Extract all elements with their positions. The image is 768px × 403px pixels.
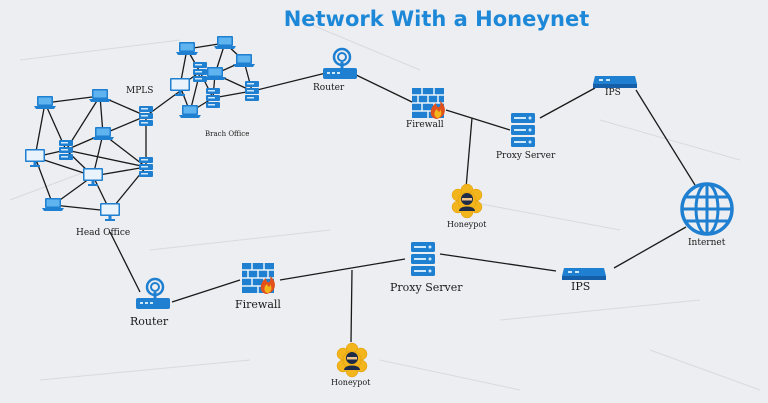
server-icon <box>59 140 73 160</box>
link-router-firewall-bottom <box>171 279 241 303</box>
page-title: Network With a Honeynet <box>283 7 590 31</box>
link-firewall-honeypot-bottom <box>350 269 353 343</box>
server-icon <box>139 106 153 126</box>
link-firewall-honeypot <box>465 117 473 189</box>
server-icon <box>245 81 259 101</box>
mpls-label: MPLS <box>126 86 154 96</box>
laptop-icon <box>92 127 114 140</box>
honeypot-label-bottom: Honeypot <box>331 378 371 387</box>
ips-icon <box>593 76 637 88</box>
firewall-label-top: Firewall <box>406 120 444 130</box>
link-proxy-ips <box>539 87 596 119</box>
honeypot-icon <box>451 183 483 219</box>
honeypot-label-top: Honeypot <box>447 220 487 229</box>
laptop-icon <box>42 198 64 211</box>
proxy-server-label-top: Proxy Server <box>496 151 556 161</box>
ips-label-bottom: IPS <box>571 280 591 293</box>
ips-label-top: IPS <box>605 88 621 98</box>
router-icon <box>134 277 172 311</box>
link-firewall-proxy-bottom <box>279 258 406 281</box>
branch-office-label: Brach Office <box>205 130 250 138</box>
link-router-firewall <box>349 71 413 103</box>
honeypot-icon <box>336 342 368 378</box>
laptop-icon <box>179 105 201 118</box>
internet-globe-icon <box>680 182 734 236</box>
link-proxy-ips-bottom <box>439 253 557 272</box>
monitor-icon <box>100 203 120 221</box>
firewall-label-bottom: Firewall <box>235 298 281 311</box>
monitor-icon <box>25 149 45 167</box>
link-ips-internet-bottom <box>613 226 687 269</box>
router-label-top: Router <box>313 83 345 93</box>
link-ips-internet <box>635 89 696 186</box>
proxy-server-icon <box>411 242 435 276</box>
laptop-icon <box>204 67 226 80</box>
server-icon <box>139 157 153 177</box>
internet-label: Internet <box>688 238 726 248</box>
router-icon <box>321 47 359 81</box>
laptop-icon <box>34 96 56 109</box>
server-icon <box>193 62 207 82</box>
proxy-server-icon <box>511 113 535 147</box>
monitor-icon <box>83 168 103 186</box>
router-label-bottom: Router <box>130 315 169 328</box>
link-firewall-proxy <box>445 109 511 131</box>
link-branch-router <box>252 71 331 92</box>
monitor-icon <box>170 78 190 96</box>
firewall-icon <box>241 262 276 295</box>
proxy-server-label-bottom: Proxy Server <box>390 281 463 294</box>
laptop-icon <box>233 54 255 67</box>
ips-icon <box>562 268 606 280</box>
laptop-icon <box>214 36 236 49</box>
head-office-mesh <box>34 95 147 212</box>
server-icon <box>206 88 220 108</box>
firewall-icon <box>411 87 446 120</box>
laptop-icon <box>176 42 198 55</box>
head-office-label: Head Office <box>76 228 131 238</box>
link-head-router <box>109 231 141 293</box>
laptop-icon <box>89 89 111 102</box>
